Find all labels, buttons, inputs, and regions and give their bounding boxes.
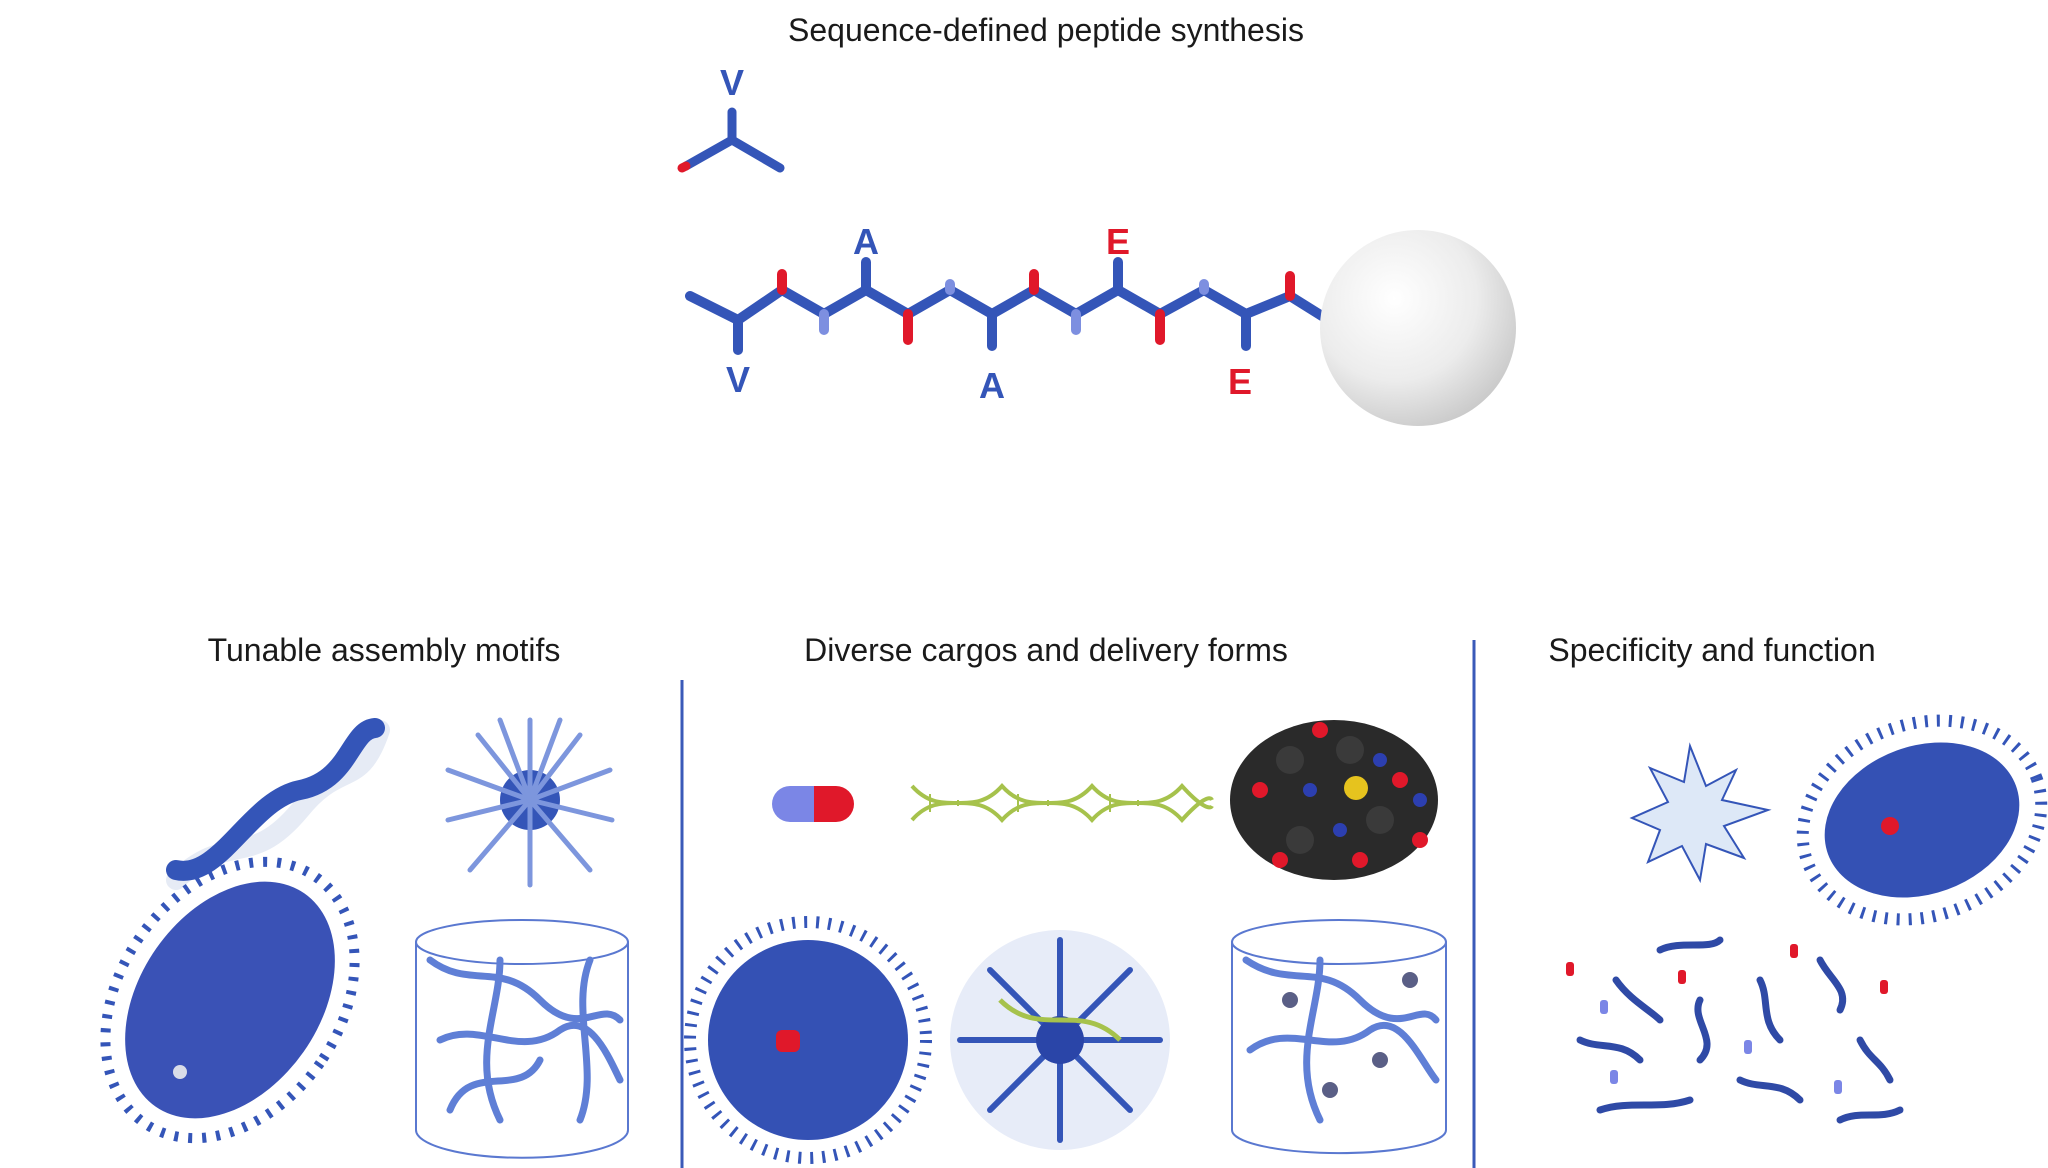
- residue-label-bottom-3: E: [1228, 361, 1252, 402]
- title-peptide-synthesis: Sequence-defined peptide synthesis: [788, 12, 1304, 48]
- residue-label-top-1: A: [853, 221, 879, 262]
- residue-label-bottom-2: A: [979, 365, 1005, 406]
- dna-helix: [910, 782, 1214, 824]
- peptide-chain: [685, 257, 1327, 355]
- heading-assembly-motifs: Tunable assembly motifs: [207, 632, 561, 668]
- free-drug-molecules: [1566, 944, 1888, 1094]
- micelle-with-drug: [684, 916, 932, 1164]
- targeting-micelle: [1796, 714, 2048, 926]
- drug-capsule: [772, 786, 854, 822]
- residue-label-free: V: [720, 62, 744, 103]
- free-peptide-fibers: [1576, 936, 1904, 1124]
- resin-bead: [1320, 230, 1516, 426]
- micelle-with-dna: [950, 930, 1170, 1150]
- hydrogel-with-cargo: [1231, 919, 1447, 1155]
- heading-cargos-delivery: Diverse cargos and delivery forms: [804, 632, 1288, 668]
- free-amino-acid-v: [677, 107, 785, 173]
- target-starburst: [1629, 742, 1772, 884]
- cylindrical-micelle: [100, 856, 360, 1144]
- protein-molecule: [1230, 720, 1438, 880]
- residue-label-top-2: E: [1106, 221, 1130, 262]
- hydrogel-network: [415, 919, 629, 1159]
- spherical-micelle-light: [445, 717, 615, 888]
- residue-label-bottom-1: V: [726, 359, 750, 400]
- heading-specificity-function: Specificity and function: [1548, 632, 1876, 668]
- helix-ribbon: [166, 718, 390, 890]
